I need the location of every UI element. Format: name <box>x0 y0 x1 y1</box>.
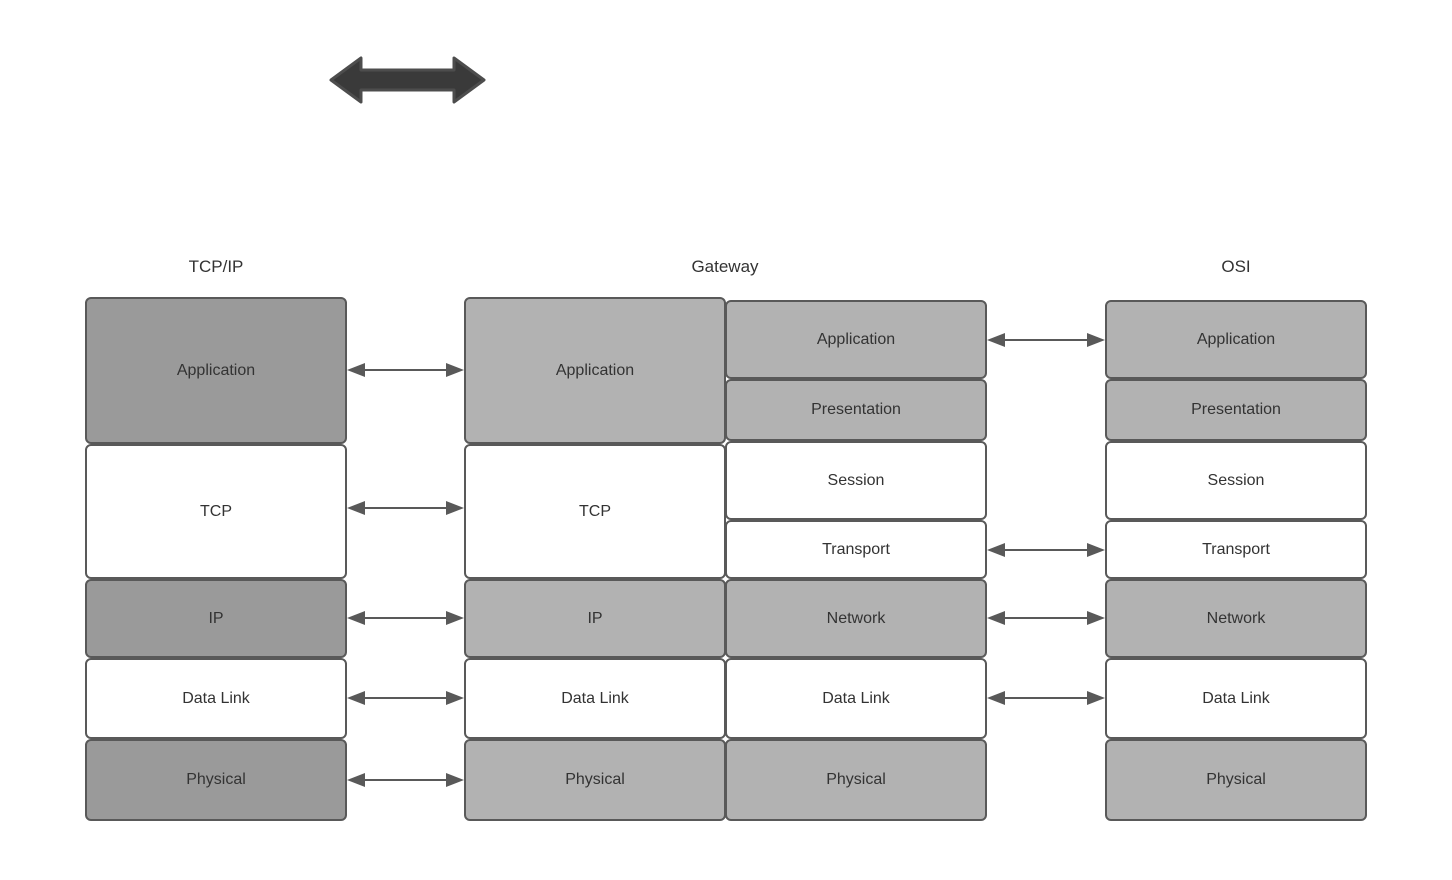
osi-layer-presentation[interactable]: Presentation <box>1105 379 1367 441</box>
osi-layer-transport[interactable]: Transport <box>1105 520 1367 579</box>
connector-tcp-tcpip-gateway <box>347 500 464 516</box>
gateway-right-layer-presentation[interactable]: Presentation <box>725 379 987 441</box>
osi-layer-network[interactable]: Network <box>1105 579 1367 658</box>
osi-layer-data-link[interactable]: Data Link <box>1105 658 1367 739</box>
gateway-right-layer-network[interactable]: Network <box>725 579 987 658</box>
gateway-left-layer-tcp[interactable]: TCP <box>464 444 726 579</box>
gateway-left-layer-data-link[interactable]: Data Link <box>464 658 726 739</box>
tcpip-layer-ip[interactable]: IP <box>85 579 347 658</box>
connector-application-gateway-osi <box>987 332 1105 348</box>
gateway-right-layer-transport[interactable]: Transport <box>725 520 987 579</box>
osi-layer-session[interactable]: Session <box>1105 441 1367 520</box>
connector-transport-gateway-osi <box>987 542 1105 558</box>
tcpip-layer-tcp[interactable]: TCP <box>85 444 347 579</box>
connector-data-link-gateway-osi <box>987 690 1105 706</box>
tcpip-layer-application[interactable]: Application <box>85 297 347 444</box>
osi-layer-application[interactable]: Application <box>1105 300 1367 379</box>
osi-layer-physical[interactable]: Physical <box>1105 739 1367 821</box>
column-title-osi: OSI <box>1221 257 1251 276</box>
gateway-left-layer-ip[interactable]: IP <box>464 579 726 658</box>
column-title-tcpip: TCP/IP <box>188 257 244 276</box>
connector-physical-tcpip-gateway <box>347 772 464 788</box>
gateway-right-layer-session[interactable]: Session <box>725 441 987 520</box>
gateway-right-layer-application[interactable]: Application <box>725 300 987 379</box>
column-title-gateway: Gateway <box>691 257 759 276</box>
gateway-left-layer-application[interactable]: Application <box>464 297 726 444</box>
connector-application-tcpip-gateway <box>347 362 464 378</box>
tcpip-layer-data-link[interactable]: Data Link <box>85 658 347 739</box>
gateway-right-layer-physical[interactable]: Physical <box>725 739 987 821</box>
connector-data-link-tcpip-gateway <box>347 690 464 706</box>
gateway-right-layer-data-link[interactable]: Data Link <box>725 658 987 739</box>
double-headed-arrow-icon <box>325 52 490 108</box>
gateway-left-layer-physical[interactable]: Physical <box>464 739 726 821</box>
connector-network-gateway-osi <box>987 610 1105 626</box>
tcpip-layer-physical[interactable]: Physical <box>85 739 347 821</box>
connector-ip-tcpip-gateway <box>347 610 464 626</box>
